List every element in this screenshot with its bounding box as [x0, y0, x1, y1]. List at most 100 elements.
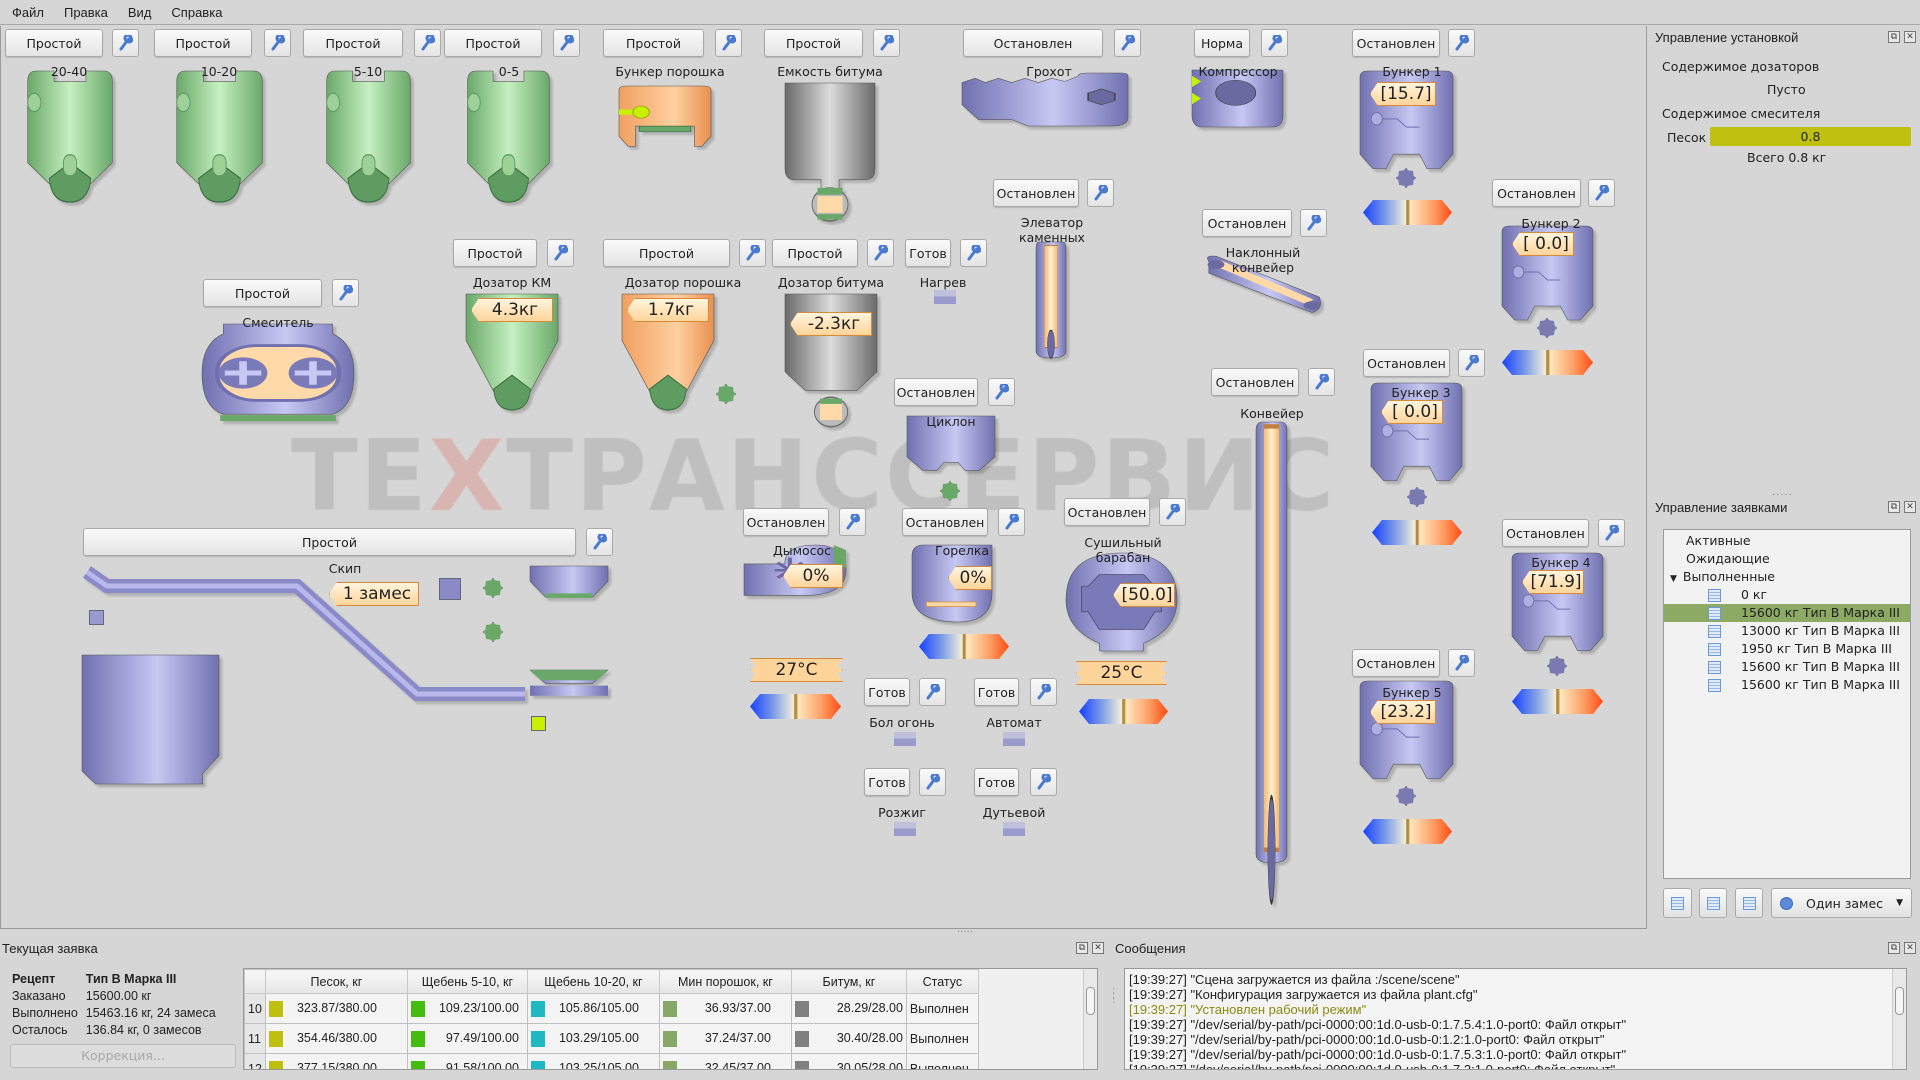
settings-button[interactable]	[998, 508, 1025, 536]
status-button[interactable]: Остановлен	[1363, 349, 1450, 377]
equipment-hopperG[interactable]	[172, 71, 267, 203]
status-button[interactable]: Простой	[453, 239, 537, 267]
correction-button[interactable]: Коррекция...	[10, 1044, 236, 1068]
float-icon[interactable]: ⧉	[1888, 942, 1900, 954]
splitter-handle[interactable]: ·····	[1772, 490, 1793, 501]
settings-button[interactable]	[1598, 519, 1625, 547]
expand-arrow-icon[interactable]: ▼	[1670, 574, 1677, 584]
tree-group[interactable]: Активные	[1664, 532, 1910, 550]
order-item[interactable]: 15600 кг Тип В Марка III	[1664, 658, 1910, 676]
status-button[interactable]: Остановлен	[743, 508, 829, 536]
status-button[interactable]: Остановлен	[894, 378, 978, 406]
equipment-cyclone[interactable]	[907, 416, 995, 484]
settings-button[interactable]	[873, 29, 900, 57]
status-button[interactable]: Готов	[864, 768, 910, 796]
column-header[interactable]: Щебень 10-20, кг	[526, 969, 660, 994]
order-item[interactable]: 15600 кг Тип В Марка III	[1664, 604, 1910, 622]
settings-button[interactable]	[1448, 29, 1475, 57]
status-button[interactable]: Простой	[83, 528, 576, 556]
column-header[interactable]: Щебень 5-10, кг	[406, 969, 528, 994]
menu-help[interactable]: Справка	[171, 4, 223, 20]
settings-button[interactable]	[1300, 209, 1327, 237]
float-icon[interactable]: ⧉	[1888, 501, 1900, 513]
status-button[interactable]: Остановлен	[1502, 519, 1589, 547]
close-icon[interactable]: ✕	[1092, 942, 1104, 954]
status-button[interactable]: Простой	[603, 29, 704, 57]
order-item[interactable]: 13000 кг Тип В Марка III	[1664, 622, 1910, 640]
settings-button[interactable]	[919, 768, 946, 796]
equipment-convV[interactable]	[1256, 422, 1287, 905]
skip-bottom-funnel[interactable]	[530, 670, 608, 704]
status-button[interactable]: Простой	[772, 239, 858, 267]
status-button[interactable]: Остановлен	[963, 29, 1103, 57]
status-button[interactable]: Остановлен	[1352, 649, 1440, 677]
close-icon[interactable]: ✕	[1904, 942, 1916, 954]
equipment-screen[interactable]	[962, 73, 1128, 126]
status-button[interactable]: Простой	[444, 29, 542, 57]
column-header[interactable]: Статус	[905, 969, 979, 994]
equipment-hopperG[interactable]	[322, 71, 415, 203]
status-button[interactable]: Готов	[864, 678, 910, 706]
mode-select[interactable]: Один замес ▼	[1771, 888, 1912, 918]
column-header[interactable]: Песок, кг	[264, 969, 408, 994]
remove-order-button[interactable]	[1735, 888, 1763, 918]
settings-button[interactable]	[1261, 29, 1288, 57]
splitter-handle[interactable]: :::	[1112, 985, 1116, 1006]
settings-button[interactable]	[715, 29, 742, 57]
status-button[interactable]: Простой	[154, 29, 252, 57]
status-button[interactable]: Норма	[1194, 29, 1250, 57]
table-scrollbar[interactable]	[1083, 969, 1097, 1069]
status-button[interactable]: Остановлен	[1492, 179, 1581, 207]
settings-button[interactable]	[264, 29, 291, 57]
status-button[interactable]: Остановлен	[1352, 29, 1440, 57]
status-button[interactable]: Остановлен	[993, 179, 1079, 207]
settings-button[interactable]	[547, 239, 574, 267]
status-button[interactable]: Простой	[303, 29, 403, 57]
settings-button[interactable]	[867, 239, 894, 267]
status-button[interactable]: Простой	[203, 279, 322, 307]
tree-group[interactable]: Ожидающие	[1664, 550, 1910, 568]
status-button[interactable]: Готов	[974, 768, 1019, 796]
tree-group[interactable]: ▼Выполненные	[1664, 568, 1910, 586]
close-icon[interactable]: ✕	[1904, 31, 1916, 43]
status-button[interactable]: Остановлен	[902, 508, 988, 536]
menu-file[interactable]: Файл	[12, 4, 44, 20]
equipment-hopperG[interactable]	[23, 71, 117, 203]
close-icon[interactable]: ✕	[1904, 501, 1916, 513]
equipment-hopperG[interactable]	[463, 71, 554, 203]
settings-button[interactable]	[988, 378, 1015, 406]
settings-button[interactable]	[960, 239, 987, 267]
column-header[interactable]: Мин порошок, кг	[658, 969, 792, 994]
settings-button[interactable]	[332, 279, 359, 307]
settings-button[interactable]	[1087, 179, 1114, 207]
settings-button[interactable]	[414, 29, 441, 57]
equipment-elevator[interactable]	[1036, 242, 1066, 359]
settings-button[interactable]	[1448, 649, 1475, 677]
settings-button[interactable]	[553, 29, 580, 57]
order-item[interactable]: 15600 кг Тип В Марка III	[1664, 676, 1910, 694]
skip-top-hopper[interactable]	[530, 566, 608, 604]
order-item[interactable]: 1950 кг Тип В Марка III	[1664, 640, 1910, 658]
settings-button[interactable]	[1114, 29, 1141, 57]
status-button[interactable]: Остановлен	[1202, 209, 1292, 237]
status-button[interactable]: Простой	[764, 29, 863, 57]
settings-button[interactable]	[1159, 498, 1186, 526]
settings-button[interactable]	[1030, 678, 1057, 706]
equipment-hopperO[interactable]	[619, 86, 711, 153]
menu-edit[interactable]: Правка	[63, 4, 108, 20]
settings-button[interactable]	[839, 508, 866, 536]
add-order-button[interactable]	[1663, 888, 1692, 918]
float-icon[interactable]: ⧉	[1076, 942, 1088, 954]
log-scrollbar[interactable]	[1892, 969, 1906, 1069]
menu-view[interactable]: Вид	[127, 4, 152, 20]
settings-button[interactable]	[1588, 179, 1615, 207]
settings-button[interactable]	[586, 528, 613, 556]
status-button[interactable]: Простой	[603, 239, 730, 267]
status-button[interactable]: Простой	[5, 29, 103, 57]
equipment-tank[interactable]	[785, 83, 875, 222]
status-button[interactable]: Готов	[905, 239, 951, 267]
copy-order-button[interactable]	[1699, 888, 1727, 918]
